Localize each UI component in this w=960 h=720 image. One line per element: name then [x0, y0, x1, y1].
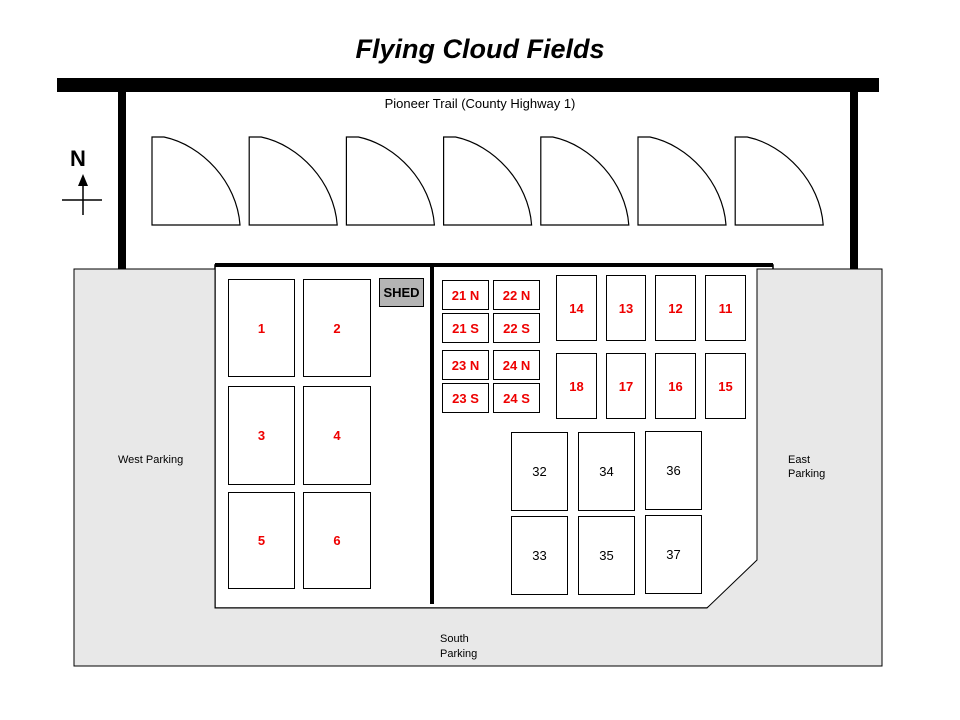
- field-23s[interactable]: 23 S: [442, 383, 489, 413]
- west-entrance-road: [118, 92, 126, 269]
- shed: SHED: [379, 278, 424, 307]
- baseball-field-6[interactable]: [637, 136, 727, 226]
- road-label: Pioneer Trail (County Highway 1): [384, 96, 576, 111]
- field-2[interactable]: 2: [303, 279, 371, 377]
- baseball-field-1[interactable]: [151, 136, 241, 226]
- compass-north-label: N: [70, 146, 86, 171]
- field-24n[interactable]: 24 N: [493, 350, 540, 380]
- compass-icon: [62, 174, 102, 215]
- east-parking-label-2: Parking: [788, 468, 826, 480]
- south-parking-label-1: South: [440, 633, 469, 645]
- baseball-diamonds: [151, 136, 824, 226]
- field-15[interactable]: 15: [705, 353, 746, 419]
- field-23n[interactable]: 23 N: [442, 350, 489, 380]
- field-6[interactable]: 6: [303, 492, 371, 589]
- field-21s[interactable]: 21 S: [442, 313, 489, 343]
- field-36[interactable]: 36: [645, 431, 702, 510]
- east-parking-label-1: East: [788, 454, 811, 466]
- field-22n[interactable]: 22 N: [493, 280, 540, 310]
- field-24s[interactable]: 24 S: [493, 383, 540, 413]
- field-22s[interactable]: 22 S: [493, 313, 540, 343]
- west-parking-label: West Parking: [118, 454, 184, 466]
- field-37[interactable]: 37: [645, 515, 702, 594]
- field-33[interactable]: 33: [511, 516, 568, 595]
- field-16[interactable]: 16: [655, 353, 696, 419]
- baseball-field-2[interactable]: [248, 136, 338, 226]
- field-5[interactable]: 5: [228, 492, 295, 589]
- field-17[interactable]: 17: [606, 353, 646, 419]
- field-1[interactable]: 1: [228, 279, 295, 377]
- baseball-field-5[interactable]: [540, 136, 630, 226]
- field-34[interactable]: 34: [578, 432, 635, 511]
- field-18[interactable]: 18: [556, 353, 597, 419]
- map-title: Flying Cloud Fields: [355, 34, 605, 64]
- south-parking-label-2: Parking: [440, 648, 478, 660]
- field-35[interactable]: 35: [578, 516, 635, 595]
- field-4[interactable]: 4: [303, 386, 371, 485]
- field-21n[interactable]: 21 N: [442, 280, 489, 310]
- field-14[interactable]: 14: [556, 275, 597, 341]
- field-3[interactable]: 3: [228, 386, 295, 485]
- field-32[interactable]: 32: [511, 432, 568, 511]
- field-12[interactable]: 12: [655, 275, 696, 341]
- east-entrance-road: [850, 92, 858, 269]
- field-13[interactable]: 13: [606, 275, 646, 341]
- field-11[interactable]: 11: [705, 275, 746, 341]
- baseball-field-4[interactable]: [443, 136, 533, 226]
- baseball-field-7[interactable]: [734, 136, 824, 226]
- baseball-field-3[interactable]: [345, 136, 436, 226]
- pioneer-trail-road: [57, 78, 879, 92]
